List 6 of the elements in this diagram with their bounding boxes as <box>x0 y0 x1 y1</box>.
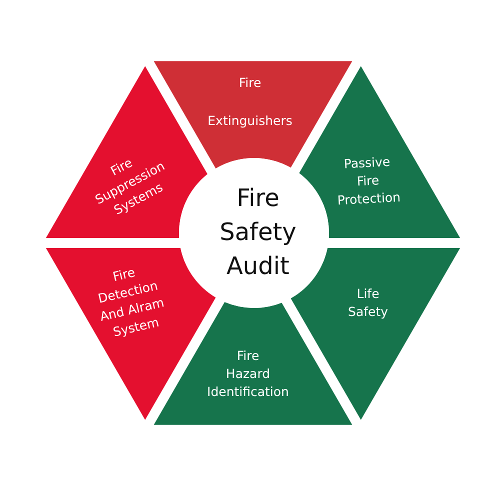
segment-label: Passive Fire Protection <box>336 152 401 210</box>
segment-label: Life Safety <box>348 285 388 321</box>
segment-label: Fire Hazard Identification <box>207 347 289 401</box>
segment-label: Fire Extinguishers <box>208 74 292 130</box>
hub-title: Fire Safety Audit <box>220 183 296 282</box>
segment-label: Fire Detection And Alram System <box>96 263 166 342</box>
